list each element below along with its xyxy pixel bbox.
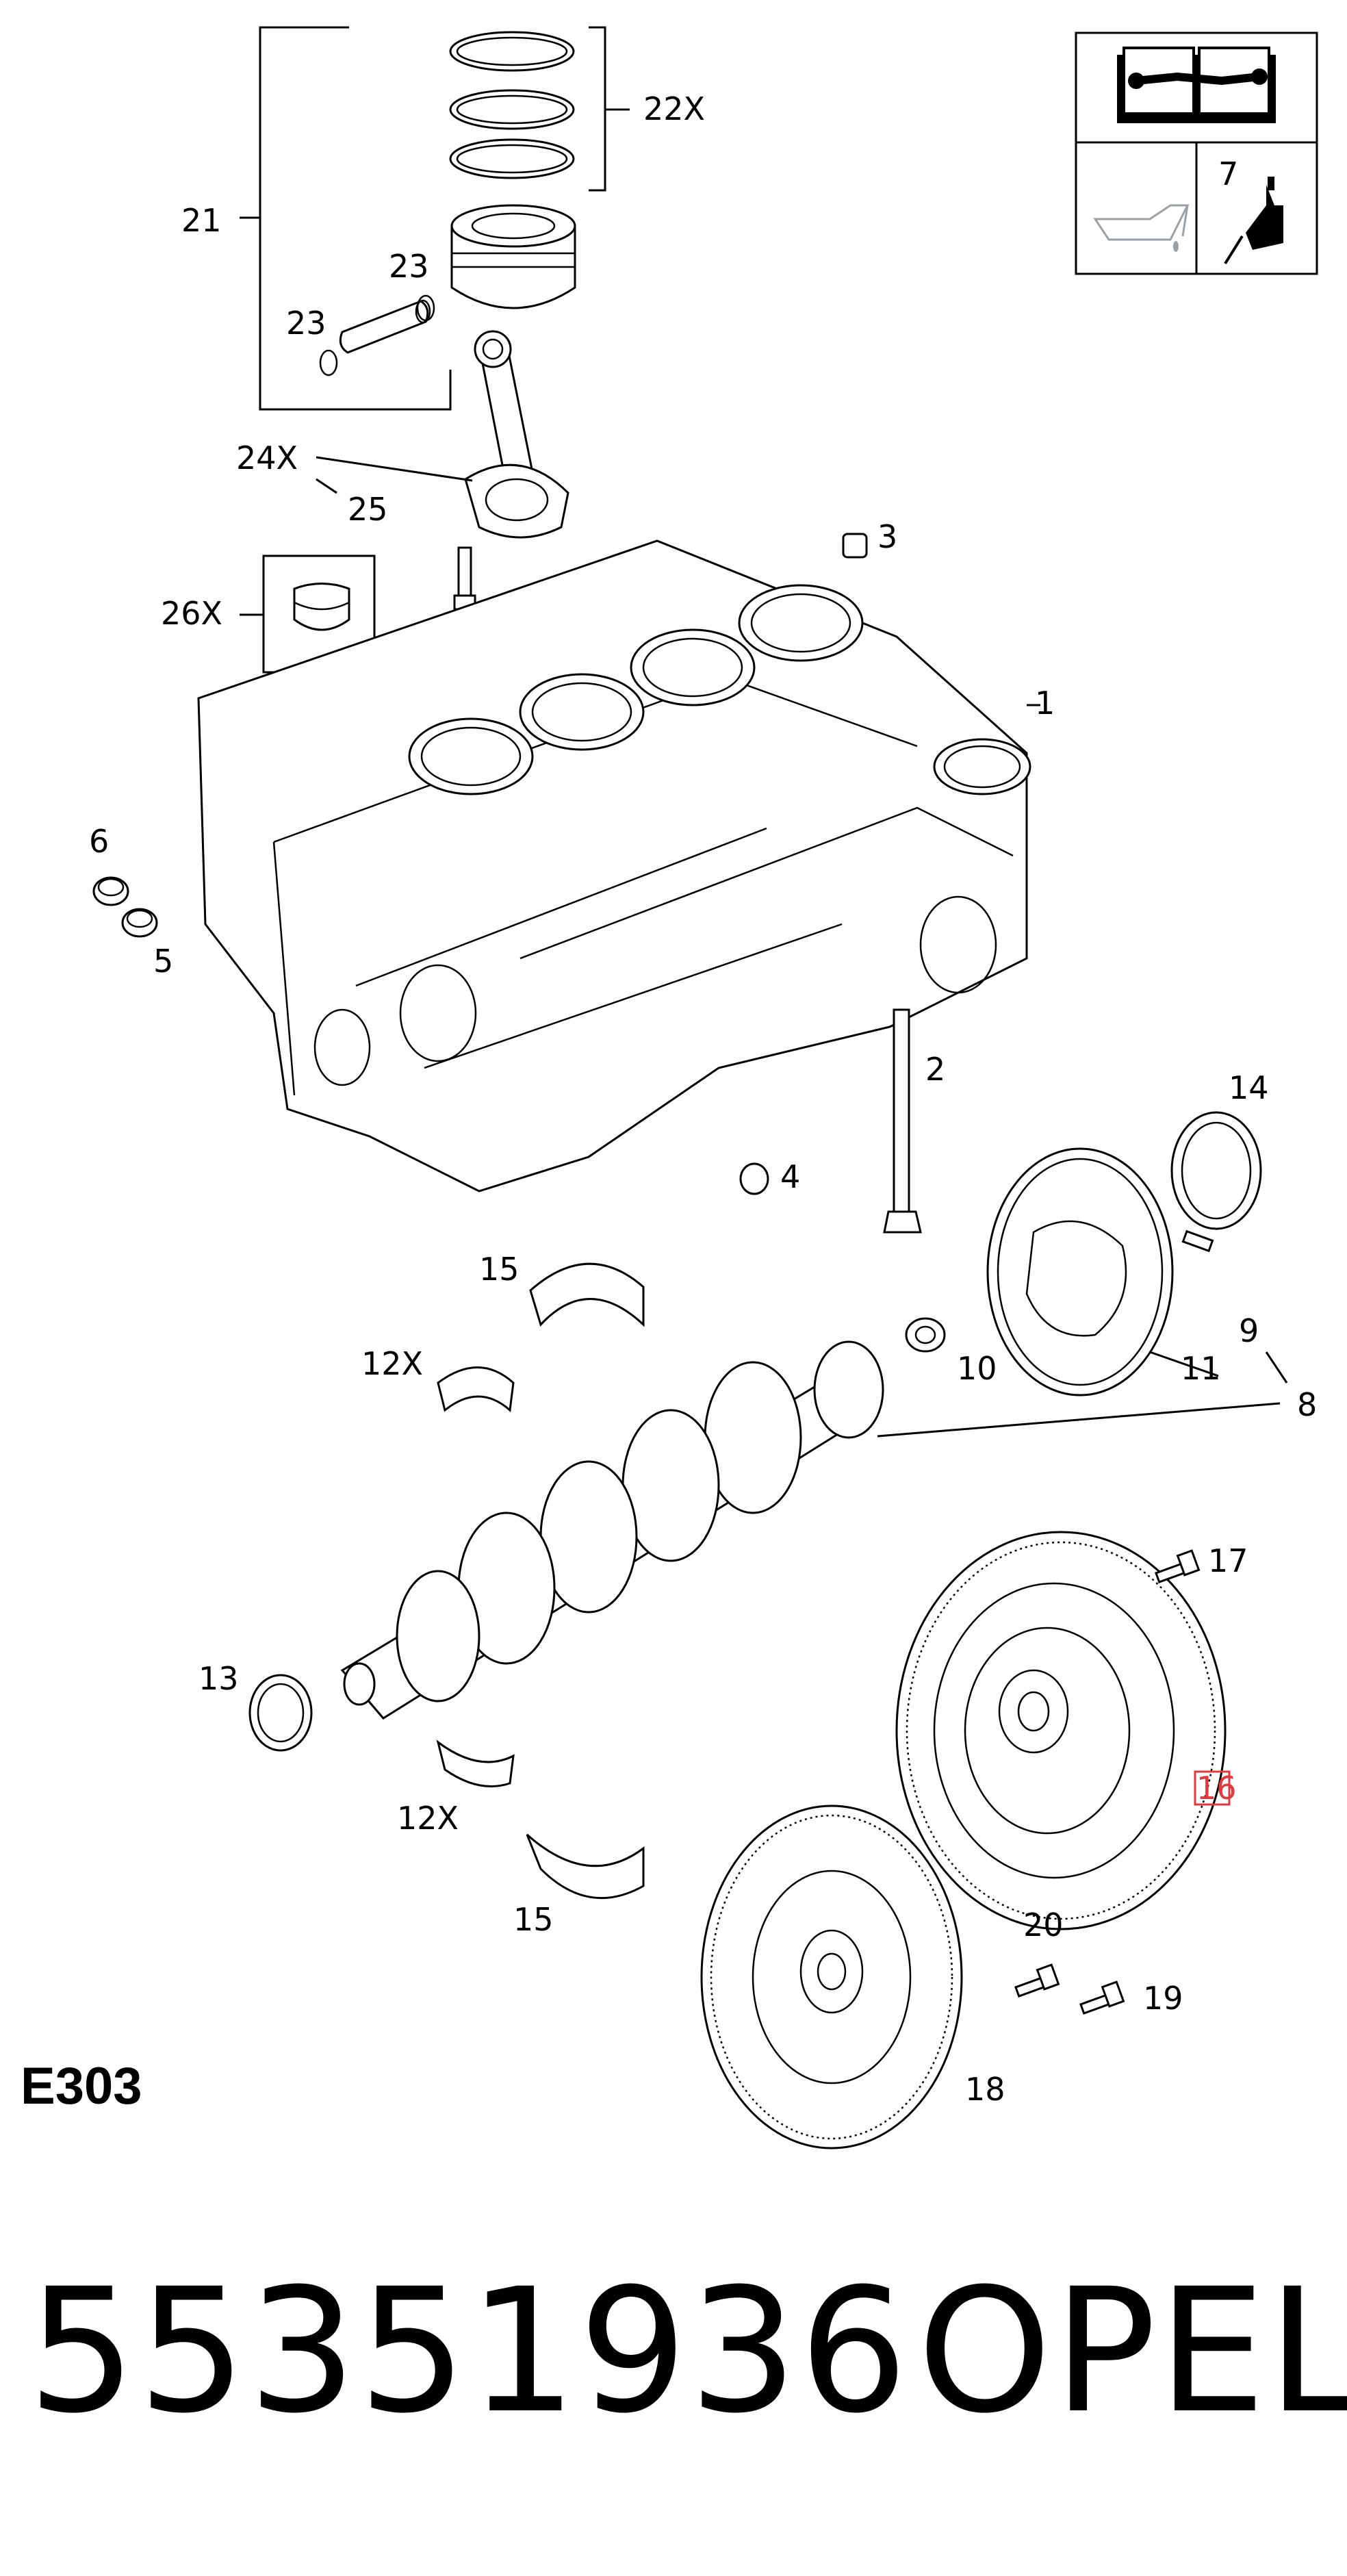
highlighted-callout-16[interactable]: 16 xyxy=(1194,1770,1237,1807)
callout-24x: 24X xyxy=(236,439,298,476)
callout-15-top: 15 xyxy=(479,1251,519,1288)
section-code: E303 xyxy=(21,2057,142,2115)
callout-9: 9 xyxy=(1239,1312,1259,1349)
callout-12x-bottom: 12X xyxy=(397,1800,459,1837)
callout-25: 25 xyxy=(348,491,388,528)
crankshaft xyxy=(340,1340,884,1720)
dual-mass-flywheel xyxy=(895,1531,1227,1930)
callout-26x: 26X xyxy=(161,595,222,632)
callout-12x-top: 12X xyxy=(361,1345,423,1382)
thrust-shell-top xyxy=(437,1366,515,1413)
callout-22x: 22X xyxy=(643,90,705,127)
reluctor-screw xyxy=(1181,1229,1214,1253)
rod-bolt xyxy=(453,546,476,611)
front-crank-seal xyxy=(248,1674,313,1752)
bolt-19 xyxy=(1079,1980,1125,2015)
main-cap-bolt xyxy=(883,1008,922,1234)
callout-leaders-8 xyxy=(877,1351,1288,1438)
cylinder-block xyxy=(197,539,1031,1193)
flywheel xyxy=(700,1805,963,2150)
callout-7: 7 xyxy=(1218,155,1238,192)
main-bearing-shell-bottom xyxy=(526,1833,645,1899)
callout-23-right: 23 xyxy=(389,248,429,285)
piston xyxy=(450,204,576,309)
bolt-17 xyxy=(1155,1549,1201,1584)
reluctor-wheel xyxy=(986,1147,1174,1397)
callout-4: 4 xyxy=(780,1158,800,1195)
rod-bearing-box xyxy=(240,554,376,674)
callout-3: 3 xyxy=(877,518,897,555)
main-bearing-shell-top xyxy=(529,1262,645,1327)
callout-11: 11 xyxy=(1181,1350,1221,1387)
piston-group-bracket xyxy=(240,26,630,411)
callout-20: 20 xyxy=(1023,1907,1064,1943)
rear-crank-seal xyxy=(1170,1111,1262,1230)
callout-10: 10 xyxy=(957,1350,997,1387)
callout-leaders-rod xyxy=(316,456,473,494)
callout-2: 2 xyxy=(925,1051,945,1088)
bolt-20 xyxy=(1014,1963,1060,1998)
callout-5: 5 xyxy=(153,943,173,980)
callout-13: 13 xyxy=(198,1660,239,1697)
callout-23-left: 23 xyxy=(286,305,326,342)
plug-5 xyxy=(121,908,158,938)
callout-18: 18 xyxy=(965,2071,1005,2108)
dowel-sleeve xyxy=(842,533,868,559)
manual-icon xyxy=(1117,47,1276,123)
icon-panel xyxy=(1075,31,1318,275)
part-number: 55351936 xyxy=(27,2252,910,2451)
callout-8: 8 xyxy=(1297,1386,1317,1423)
plug-6 xyxy=(92,876,129,906)
callout-17: 17 xyxy=(1208,1542,1248,1579)
callout-19: 19 xyxy=(1143,1980,1183,2017)
callout-14: 14 xyxy=(1229,1069,1269,1106)
oil-can-icon xyxy=(1093,204,1190,252)
connecting-rod xyxy=(464,330,569,539)
plug-4 xyxy=(739,1162,769,1195)
callout-15-bottom: 15 xyxy=(513,1901,554,1938)
callout-16: 16 xyxy=(1196,1770,1237,1807)
brand-name: OPEL xyxy=(917,2252,1347,2451)
callout-21: 21 xyxy=(181,202,222,239)
piston-pin-and-clips xyxy=(319,294,435,377)
piston-rings xyxy=(449,31,575,179)
callout-1: 1 xyxy=(1035,685,1055,722)
sealant-bottle-icon xyxy=(1224,177,1283,265)
thrust-shell-bottom xyxy=(436,1739,515,1787)
sensor-nut xyxy=(905,1317,946,1353)
callout-6: 6 xyxy=(89,823,109,860)
